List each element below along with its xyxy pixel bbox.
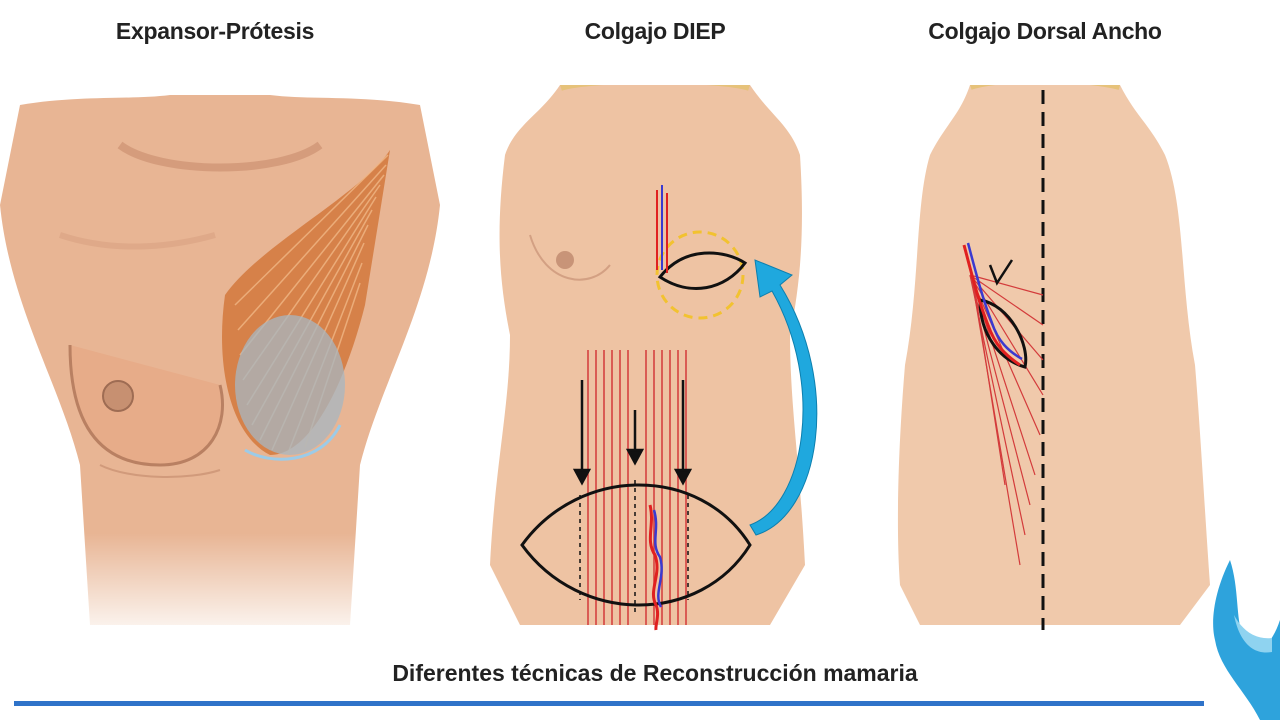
heading-colgajo-dorsal-ancho: Colgajo Dorsal Ancho bbox=[928, 18, 1162, 44]
figure-caption: Diferentes técnicas de Reconstrucción ma… bbox=[392, 660, 918, 686]
recipient-dashed-circle bbox=[655, 230, 745, 320]
transfer-arrow bbox=[749, 259, 818, 536]
torso-shape bbox=[490, 85, 805, 625]
face-profile-logo-icon bbox=[1213, 560, 1280, 720]
thoracodorsal-vessel-blue bbox=[966, 242, 1023, 361]
abdominal-flap-outline bbox=[520, 483, 752, 607]
latissimus-lines bbox=[969, 274, 1044, 566]
diep-torso-illustration bbox=[490, 85, 818, 631]
dorsal-flap-outline bbox=[978, 298, 1028, 369]
bottom-rule bbox=[14, 701, 1204, 706]
epigastric-vessel-red bbox=[648, 504, 660, 631]
down-arrows bbox=[572, 380, 693, 486]
dorsal-back-illustration bbox=[897, 85, 1210, 630]
heading-colgajo-diep: Colgajo DIEP bbox=[584, 18, 726, 44]
expansor-torso-illustration bbox=[0, 85, 440, 645]
heading-expansor-protesis: Expansor-Prótesis bbox=[115, 18, 315, 44]
back-shape bbox=[897, 85, 1210, 625]
epigastric-vessel-blue bbox=[652, 509, 663, 608]
breast-flap-outline bbox=[657, 251, 748, 290]
right-nipple bbox=[556, 251, 574, 269]
thoracodorsal-vessel-red bbox=[962, 244, 1021, 367]
